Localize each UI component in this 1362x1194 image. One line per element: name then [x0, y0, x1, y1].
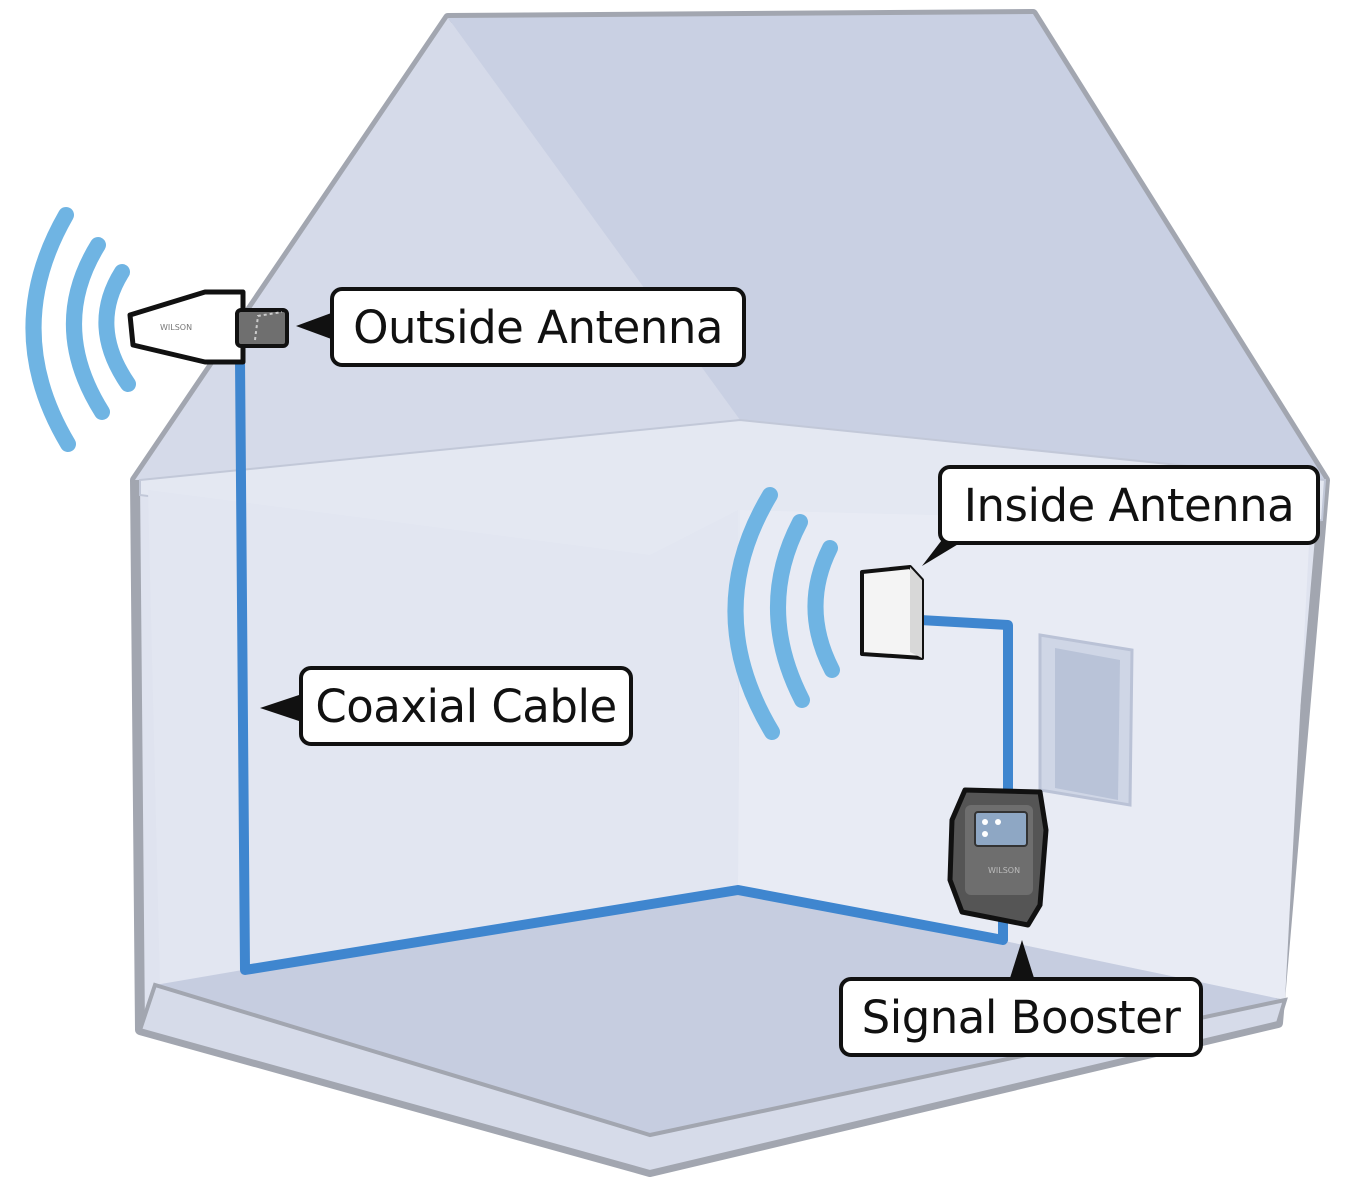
- booster-brand-mark: WILSON: [988, 866, 1020, 875]
- coaxial-cable: [235, 359, 1013, 975]
- outside-signal-waves: [25, 207, 136, 452]
- window: [1038, 633, 1134, 807]
- coaxial-cable-pointer: [260, 694, 302, 722]
- signal-booster-pointer: [1010, 940, 1034, 978]
- label-coaxial-cable: Coaxial Cable: [299, 666, 633, 746]
- outside-antenna: WILSON: [127, 289, 289, 365]
- room-floor: [155, 885, 1285, 1135]
- signal-booster-device: WILSON: [947, 787, 1049, 928]
- inside-signal-waves: [727, 487, 840, 740]
- roof-right-face: [448, 14, 1325, 480]
- label-inside-antenna: Inside Antenna: [938, 465, 1320, 545]
- floor-edge: [137, 982, 1288, 1175]
- label-signal-booster: Signal Booster: [839, 977, 1203, 1057]
- label-outside-antenna: Outside Antenna: [330, 287, 746, 367]
- outside-antenna-pointer: [296, 312, 334, 340]
- antenna-brand-mark: WILSON: [160, 323, 192, 332]
- inside-antenna: [860, 565, 924, 660]
